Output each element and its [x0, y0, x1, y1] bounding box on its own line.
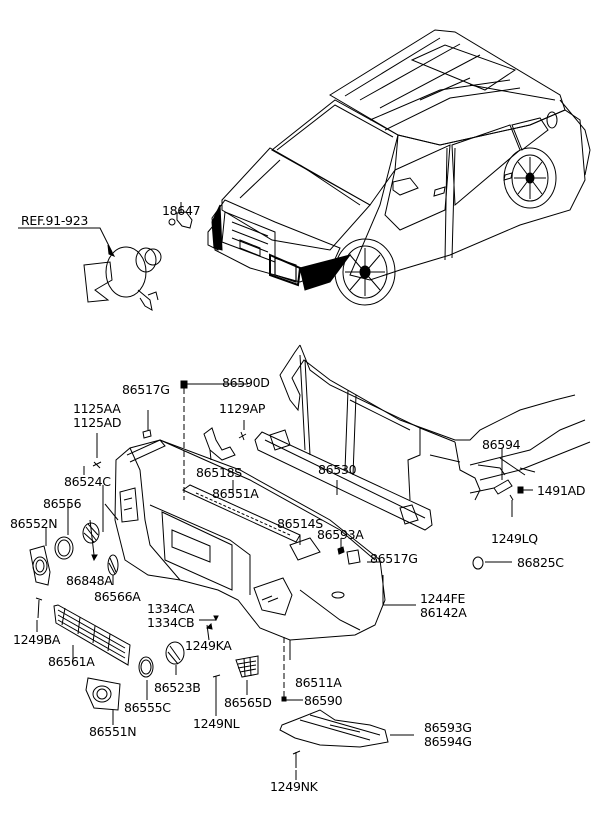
part-label-86511A[interactable]: 86511A	[295, 675, 342, 690]
part-label-1125AD[interactable]: 1125AD	[73, 415, 122, 430]
part-label-1249NK[interactable]: 1249NK	[270, 779, 318, 794]
part-label-86514S[interactable]: 86514S	[277, 516, 323, 531]
part-label-86825C[interactable]: 86825C	[517, 555, 564, 570]
part-label-1249LQ[interactable]: 1249LQ	[491, 531, 538, 546]
part-label-86551A[interactable]: 86551A	[212, 486, 259, 501]
part-label-86556[interactable]: 86556	[43, 496, 82, 511]
part-label-86523B[interactable]: 86523B	[154, 680, 201, 695]
front-bumper-illustration	[29, 380, 389, 768]
part-label-86555C[interactable]: 86555C	[124, 700, 171, 715]
part-label-86530[interactable]: 86530	[318, 462, 357, 477]
part-label-1125AA[interactable]: 1125AA	[73, 401, 121, 416]
part-label-86524C[interactable]: 86524C	[64, 474, 111, 489]
part-label-86517G-upper[interactable]: 86517G	[122, 382, 170, 397]
part-label-1491AD[interactable]: 1491AD	[537, 483, 586, 498]
part-label-86566A[interactable]: 86566A	[94, 589, 141, 604]
part-label-86590[interactable]: 86590	[304, 693, 343, 708]
part-label-1244FE-86142A[interactable]: 1244FE 86142A	[420, 592, 467, 620]
part-label-86593A[interactable]: 86593A	[317, 527, 364, 542]
part-label-1334CA-1334CB[interactable]: 1334CA 1334CB	[147, 601, 195, 630]
fog-lamp-illustration	[18, 202, 193, 311]
part-label-86565D[interactable]: 86565D	[224, 695, 272, 710]
part-label-86561A[interactable]: 86561A	[48, 654, 95, 669]
part-label-86848A[interactable]: 86848A	[66, 573, 113, 588]
radiator-support-illustration	[254, 344, 591, 570]
leader-lines	[36, 448, 533, 780]
part-label-86551N[interactable]: 86551N	[89, 724, 137, 739]
vehicle-illustration	[207, 29, 591, 306]
part-label-86552N[interactable]: 86552N	[10, 516, 58, 531]
part-label-1129AP[interactable]: 1129AP	[219, 401, 266, 416]
part-label-1334CA[interactable]: 1334CA	[147, 601, 195, 616]
reference-label[interactable]: REF.91-923	[21, 213, 89, 228]
part-label-86594G[interactable]: 86594G	[424, 734, 472, 749]
part-label-86593G-86594G[interactable]: 86593G 86594G	[424, 721, 472, 749]
part-label-1249BA[interactable]: 1249BA	[13, 632, 61, 647]
part-label-86590D[interactable]: 86590D	[222, 375, 270, 390]
part-label-86142A[interactable]: 86142A	[420, 605, 467, 620]
part-label-86517G-middle[interactable]: 86517G	[370, 551, 418, 566]
part-label-1249NL[interactable]: 1249NL	[193, 716, 240, 731]
part-label-1249KA[interactable]: 1249KA	[185, 638, 232, 653]
part-label-1125AA-1125AD[interactable]: 1125AA 1125AD	[73, 401, 122, 430]
part-label-18647[interactable]: 18647	[162, 203, 201, 218]
part-label-86518S[interactable]: 86518S	[196, 465, 242, 480]
part-label-86593G[interactable]: 86593G	[424, 720, 472, 735]
part-label-1244FE[interactable]: 1244FE	[420, 591, 466, 606]
part-label-86594[interactable]: 86594	[482, 437, 521, 452]
part-label-1334CB[interactable]: 1334CB	[147, 615, 195, 630]
